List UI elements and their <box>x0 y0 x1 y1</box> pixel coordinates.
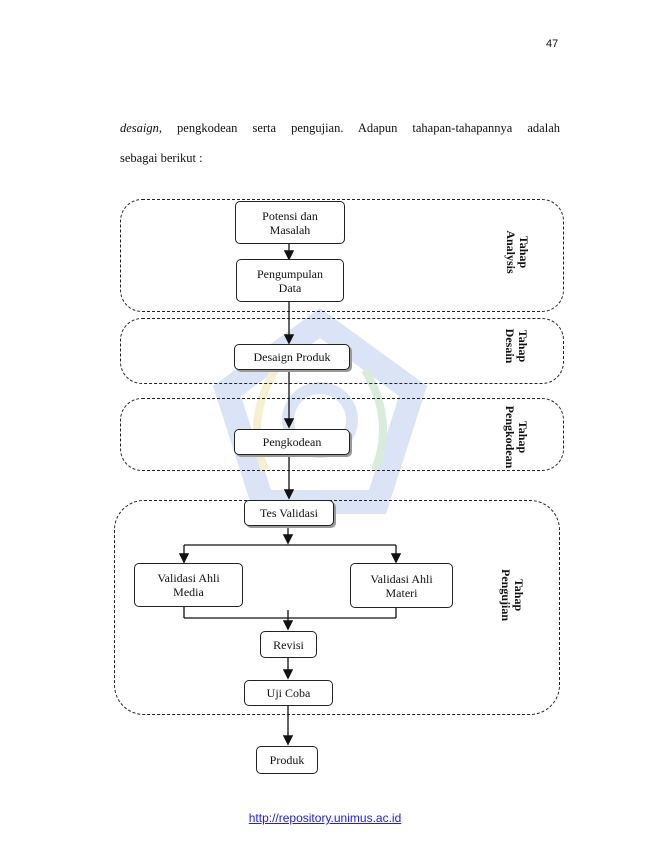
stage-label-desain: Tahap Desain <box>503 328 530 364</box>
node-uji-coba: Uji Coba <box>244 680 333 706</box>
node-pengumpulan-data: Pengumpulan Data <box>236 259 344 302</box>
stage-label-analysis: Tahap Analysis <box>504 230 531 274</box>
node-pengkodean: Pengkodean <box>234 429 350 455</box>
node-potensi-masalah: Potensi dan Masalah <box>235 201 345 244</box>
repository-link[interactable]: http://repository.unimus.ac.id <box>248 811 402 825</box>
footer-repository-link-container: http://repository.unimus.ac.id <box>0 811 650 825</box>
italic-word: desaign <box>120 121 159 135</box>
stage-label-pengujian: Tahap Pengujian <box>499 568 526 621</box>
body-text-line-2: sebagai berikut : <box>120 151 203 165</box>
node-desaign-produk: Desaign Produk <box>234 344 350 370</box>
node-validasi-ahli-media: Validasi Ahli Media <box>134 563 243 607</box>
node-produk: Produk <box>256 746 318 774</box>
stage-box-pengujian <box>114 500 560 715</box>
stage-box-desain <box>120 318 564 384</box>
body-text-line-1: desaign, pengkodean serta pengujian. Ada… <box>120 121 560 136</box>
body-text-line-1-rest: , pengkodean serta pengujian. Adapun tah… <box>158 121 560 135</box>
stage-label-pengkodean: Tahap Pengkodean <box>503 405 530 469</box>
watermark-text: SEAL <box>302 317 338 333</box>
stage-box-pengkodean <box>120 398 564 471</box>
page-number: 47 <box>546 38 559 50</box>
node-validasi-ahli-materi: Validasi Ahli Materi <box>350 563 453 608</box>
stage-box-analysis <box>120 199 564 312</box>
node-revisi: Revisi <box>260 631 317 658</box>
node-tes-validasi: Tes Validasi <box>244 500 334 526</box>
